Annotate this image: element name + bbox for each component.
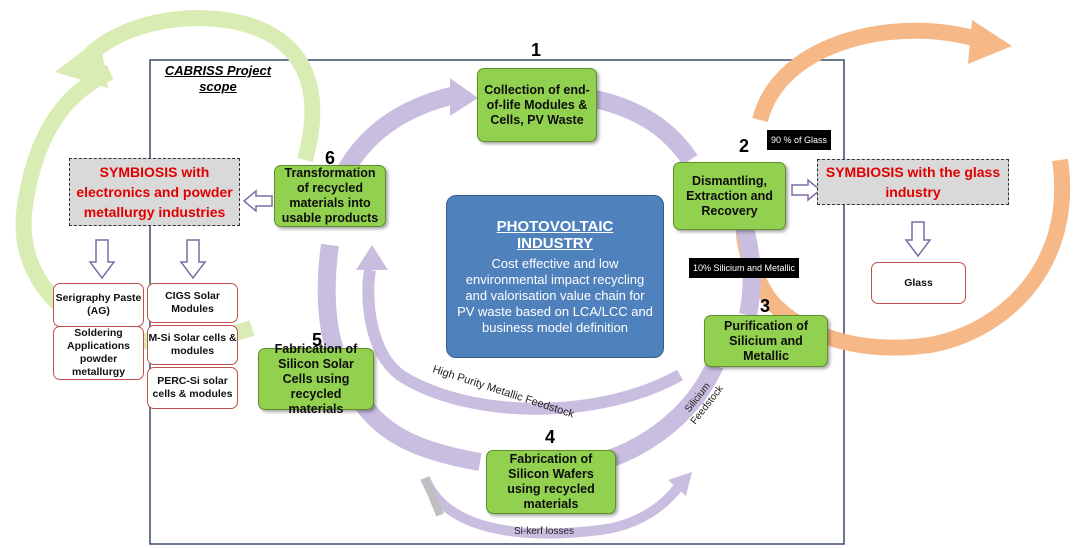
center-description: Cost effective and low environmental imp…: [457, 255, 653, 335]
kerf-loss-tail: [421, 476, 444, 517]
serigraphy-paste-output: Serigraphy Paste (AG): [53, 283, 144, 327]
step-3-number: 3: [760, 296, 771, 316]
step-2-number: 2: [739, 136, 750, 156]
cycle-arrow-bottom-left: [352, 394, 482, 471]
glass-output: Glass: [871, 262, 966, 304]
step-1-collection: Collection of end-of-life Modules & Cell…: [477, 68, 597, 142]
soldering-applications-output: Soldering Applications powder metallurgy: [53, 326, 144, 380]
m-si-cells-output: M-Si Solar cells & modules: [147, 325, 238, 365]
step-2-dismantling: Dismantling, Extraction and Recovery: [673, 162, 786, 230]
right-loop-arrowhead: [968, 20, 1012, 64]
left-loop-top: [84, 9, 321, 163]
arrow-to-glass-symbiosis: [791, 178, 822, 202]
photovoltaic-industry-panel: PHOTOVOLTAIC INDUSTRY Cost effective and…: [446, 195, 664, 358]
perc-si-cells-output: PERC-Si solar cells & modules: [147, 367, 238, 409]
glass-percentage-note: 90 % of Glass: [767, 130, 832, 150]
step-5-number: 5: [312, 330, 323, 350]
metallic-feedstock-arrowhead: [356, 245, 388, 270]
cigs-modules-output: CIGS Solar Modules: [147, 283, 238, 323]
silicium-percentage-note: 10% Silicium and Metallic: [689, 258, 800, 278]
kerf-loss-label: Si-kerf losses: [514, 526, 574, 537]
cycle-arrow-left: [317, 243, 344, 353]
center-title: PHOTOVOLTAIC INDUSTRY: [496, 217, 614, 252]
step-4-number: 4: [545, 427, 556, 447]
step-6-number: 6: [325, 148, 336, 168]
step-4-wafers: Fabrication of Silicon Wafers using recy…: [486, 450, 616, 514]
arrow-to-electronics-symbiosis: [242, 189, 273, 213]
cycle-arrowhead-top: [450, 78, 478, 116]
electronics-symbiosis-box: SYMBIOSIS with electronics and powder me…: [69, 158, 240, 226]
step-6-transformation: Transformation of recycled materials int…: [274, 165, 386, 227]
arrow-down-right-outputs: [179, 239, 207, 280]
step-1-number: 1: [531, 40, 542, 60]
right-symbiosis-loop: [752, 22, 983, 123]
kerf-arrowhead: [668, 472, 692, 496]
step-5-solar-cells: Fabrication of Silicon Solar Cells using…: [258, 342, 374, 416]
cycle-arrow-top-right: [588, 89, 698, 166]
kerf-loss-loop: [420, 475, 684, 539]
left-loop-arrowhead: [55, 38, 108, 88]
project-scope-label: CABRISS Project scope: [164, 63, 272, 94]
glass-symbiosis-box: SYMBIOSIS with the glass industry: [817, 159, 1009, 205]
arrow-down-glass: [904, 221, 932, 258]
arrow-down-left-outputs: [88, 239, 116, 280]
metallic-feedstock-arrow: [362, 269, 683, 415]
step-3-purification: Purification of Silicium and Metallic: [704, 315, 828, 367]
